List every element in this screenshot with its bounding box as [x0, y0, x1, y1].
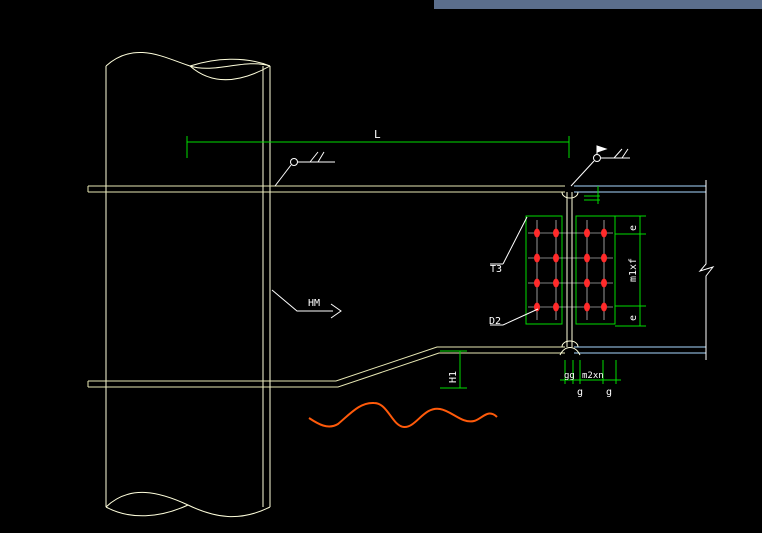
label-weld-hm: HM: [308, 298, 320, 309]
bolt: [553, 228, 559, 238]
weld-symbol-right: [570, 145, 630, 187]
bolt: [534, 278, 540, 288]
bolt: [584, 302, 590, 312]
bolt: [601, 302, 607, 312]
bolt: [553, 278, 559, 288]
bolt: [601, 228, 607, 238]
dimension-lines: [186, 136, 646, 389]
lower-haunch-flange: [87, 346, 565, 388]
leader-t3: [490, 216, 528, 265]
dim-label-h1: H1: [448, 371, 459, 383]
splice-joint: [559, 191, 581, 356]
weld-symbol-left: [274, 151, 335, 187]
bolt: [534, 228, 540, 238]
bolt: [553, 253, 559, 263]
bolt: [534, 253, 540, 263]
label-d2: D2: [489, 316, 501, 327]
dim-label-m1: m1xf: [628, 258, 639, 282]
dim-label-gg: gg: [564, 371, 575, 381]
right-beam-stub: [574, 185, 706, 354]
bolt: [534, 302, 540, 312]
bolt-group: [528, 220, 613, 320]
bolt: [601, 253, 607, 263]
break-curve: [308, 401, 498, 428]
dim-label-g-right: g: [606, 387, 612, 398]
dim-label-l: L: [374, 128, 381, 141]
dim-label-e-bottom: e: [628, 315, 639, 321]
column-pipe: [105, 51, 271, 518]
bolt: [584, 253, 590, 263]
bolt: [584, 228, 590, 238]
dim-label-g-left: g: [577, 387, 583, 398]
bolt: [584, 278, 590, 288]
dim-label-m2: m2xn: [582, 371, 604, 381]
dim-label-e-top: e: [628, 225, 639, 231]
bolt: [553, 302, 559, 312]
splice-plates: [525, 215, 616, 325]
leader-d2: [490, 308, 539, 326]
bolt: [601, 278, 607, 288]
label-t3: T3: [490, 264, 502, 275]
title-bar-strip: [434, 0, 762, 9]
weld-leader-hm: [271, 289, 342, 319]
upper-flange: [87, 185, 565, 193]
beam-end-break-line: [698, 180, 715, 360]
